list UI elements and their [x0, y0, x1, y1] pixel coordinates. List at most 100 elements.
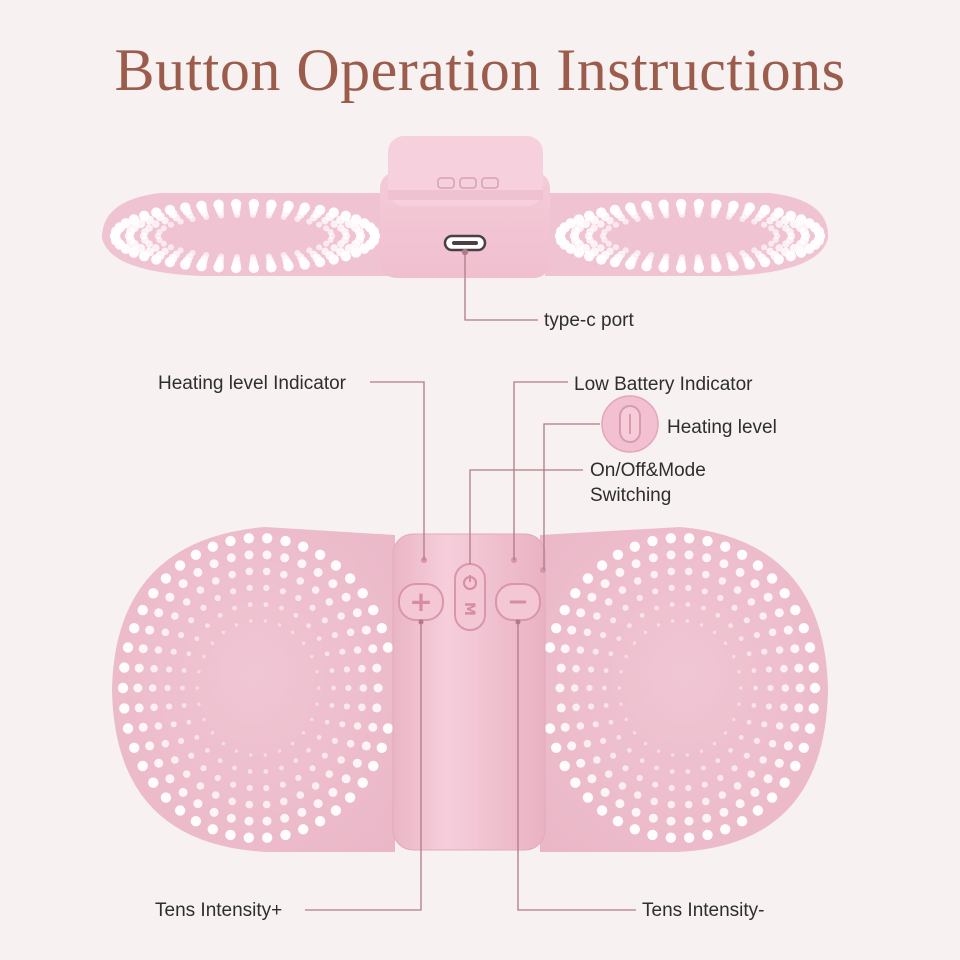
pad-dot — [702, 829, 713, 841]
label-type-c-port: type-c port — [544, 310, 634, 331]
pad-dot — [280, 813, 290, 823]
pad-dot — [122, 642, 134, 653]
pad-dot — [280, 829, 291, 841]
pad-dot — [751, 218, 758, 225]
pad-dot — [735, 567, 745, 577]
tens-intensity-minus-button[interactable]: − — [495, 583, 541, 621]
pad-dot — [145, 224, 153, 232]
pad-dot — [209, 807, 219, 817]
pad-dot — [186, 651, 192, 657]
pad-dot — [669, 769, 675, 774]
pad-dot — [359, 684, 368, 692]
pad-dot — [766, 216, 774, 225]
pad-dot — [325, 770, 334, 778]
pad-dot — [656, 749, 661, 753]
pad-dot — [551, 742, 562, 753]
pad-dot — [350, 214, 362, 225]
pad-dot — [723, 731, 728, 735]
pad-dot — [136, 219, 146, 229]
pad-dot — [615, 567, 625, 577]
pad-dot — [154, 722, 163, 730]
pad-dot — [368, 226, 379, 237]
pad-dot — [310, 654, 314, 659]
pad-dot — [582, 573, 594, 584]
pad-dot — [795, 214, 807, 225]
pad-dot — [263, 785, 270, 792]
pad-dot — [605, 225, 612, 232]
leader-type-c — [464, 252, 538, 321]
pad-dot — [606, 216, 614, 225]
heating-level-side-button[interactable] — [540, 567, 546, 573]
pad-dot — [217, 758, 223, 764]
pad-dot — [736, 816, 748, 827]
pad-dot — [647, 829, 658, 841]
pad-dot — [343, 666, 350, 673]
pad-dot — [133, 683, 143, 693]
pad-dot — [794, 703, 804, 713]
pad-dot — [160, 792, 172, 803]
pad-dot — [328, 579, 338, 589]
on-off-mode-button[interactable]: M — [454, 563, 486, 631]
pad-dot — [592, 721, 599, 728]
pad-dot — [368, 760, 379, 772]
pad-dot — [639, 612, 645, 618]
pad-dot — [249, 211, 257, 218]
pad-dot — [137, 760, 148, 772]
pad-dot — [161, 628, 170, 637]
pad-dot — [648, 813, 658, 823]
label-tens-intensity-minus: Tens Intensity- — [642, 900, 765, 921]
pad-dot — [164, 684, 171, 692]
pad-dot — [738, 735, 744, 740]
pad-dot — [631, 807, 641, 817]
pad-dot — [214, 594, 221, 602]
tens-intensity-plus-button[interactable]: + — [398, 583, 444, 621]
minus-symbol: − — [507, 587, 529, 617]
pad-dot — [148, 777, 159, 788]
pad-dot — [759, 612, 767, 620]
pad-dot — [751, 668, 757, 673]
pad-dot — [188, 752, 195, 759]
pad-dot — [555, 683, 565, 693]
pad-dot — [560, 644, 570, 654]
leader-tens-minus — [517, 622, 636, 911]
pad-dot — [203, 213, 210, 220]
pad-dot — [245, 800, 254, 809]
pad-dot — [669, 602, 675, 607]
pad-dot — [701, 588, 708, 595]
pad-dot — [799, 227, 809, 237]
pad-dot — [617, 250, 626, 259]
pad-dot — [137, 604, 148, 616]
pad-dot — [311, 782, 320, 790]
pad-dot — [576, 758, 586, 768]
pad-dot — [717, 594, 724, 602]
pad-dot — [652, 781, 659, 788]
pad-dot — [327, 229, 334, 236]
pad-dot — [232, 605, 238, 611]
pad-dot — [725, 213, 732, 220]
pad-dot — [337, 756, 345, 764]
pad-dot — [779, 588, 790, 599]
pad-dot — [189, 250, 196, 257]
pad-dot — [182, 598, 191, 606]
pad-dot — [798, 742, 809, 753]
pad-dot — [295, 774, 302, 782]
pad-dot — [296, 577, 305, 585]
pad-dot — [622, 247, 629, 254]
pad-dot — [743, 752, 750, 759]
pad-dot — [202, 654, 206, 659]
pad-dot — [743, 617, 750, 624]
pad-dot — [632, 641, 637, 645]
pad-dot — [720, 824, 731, 835]
pad-dot — [775, 646, 784, 654]
mode-symbol: M — [461, 602, 477, 616]
pad-dot — [728, 748, 733, 753]
pad-dot — [330, 560, 342, 571]
pad-dot — [246, 785, 253, 792]
pad-dot — [775, 220, 783, 228]
pad-dot — [600, 579, 610, 589]
pad-dot — [316, 735, 322, 740]
pad-dot — [603, 703, 609, 708]
pad-dot — [663, 253, 670, 260]
pad-dot — [225, 535, 236, 547]
pad-dot — [193, 567, 203, 577]
